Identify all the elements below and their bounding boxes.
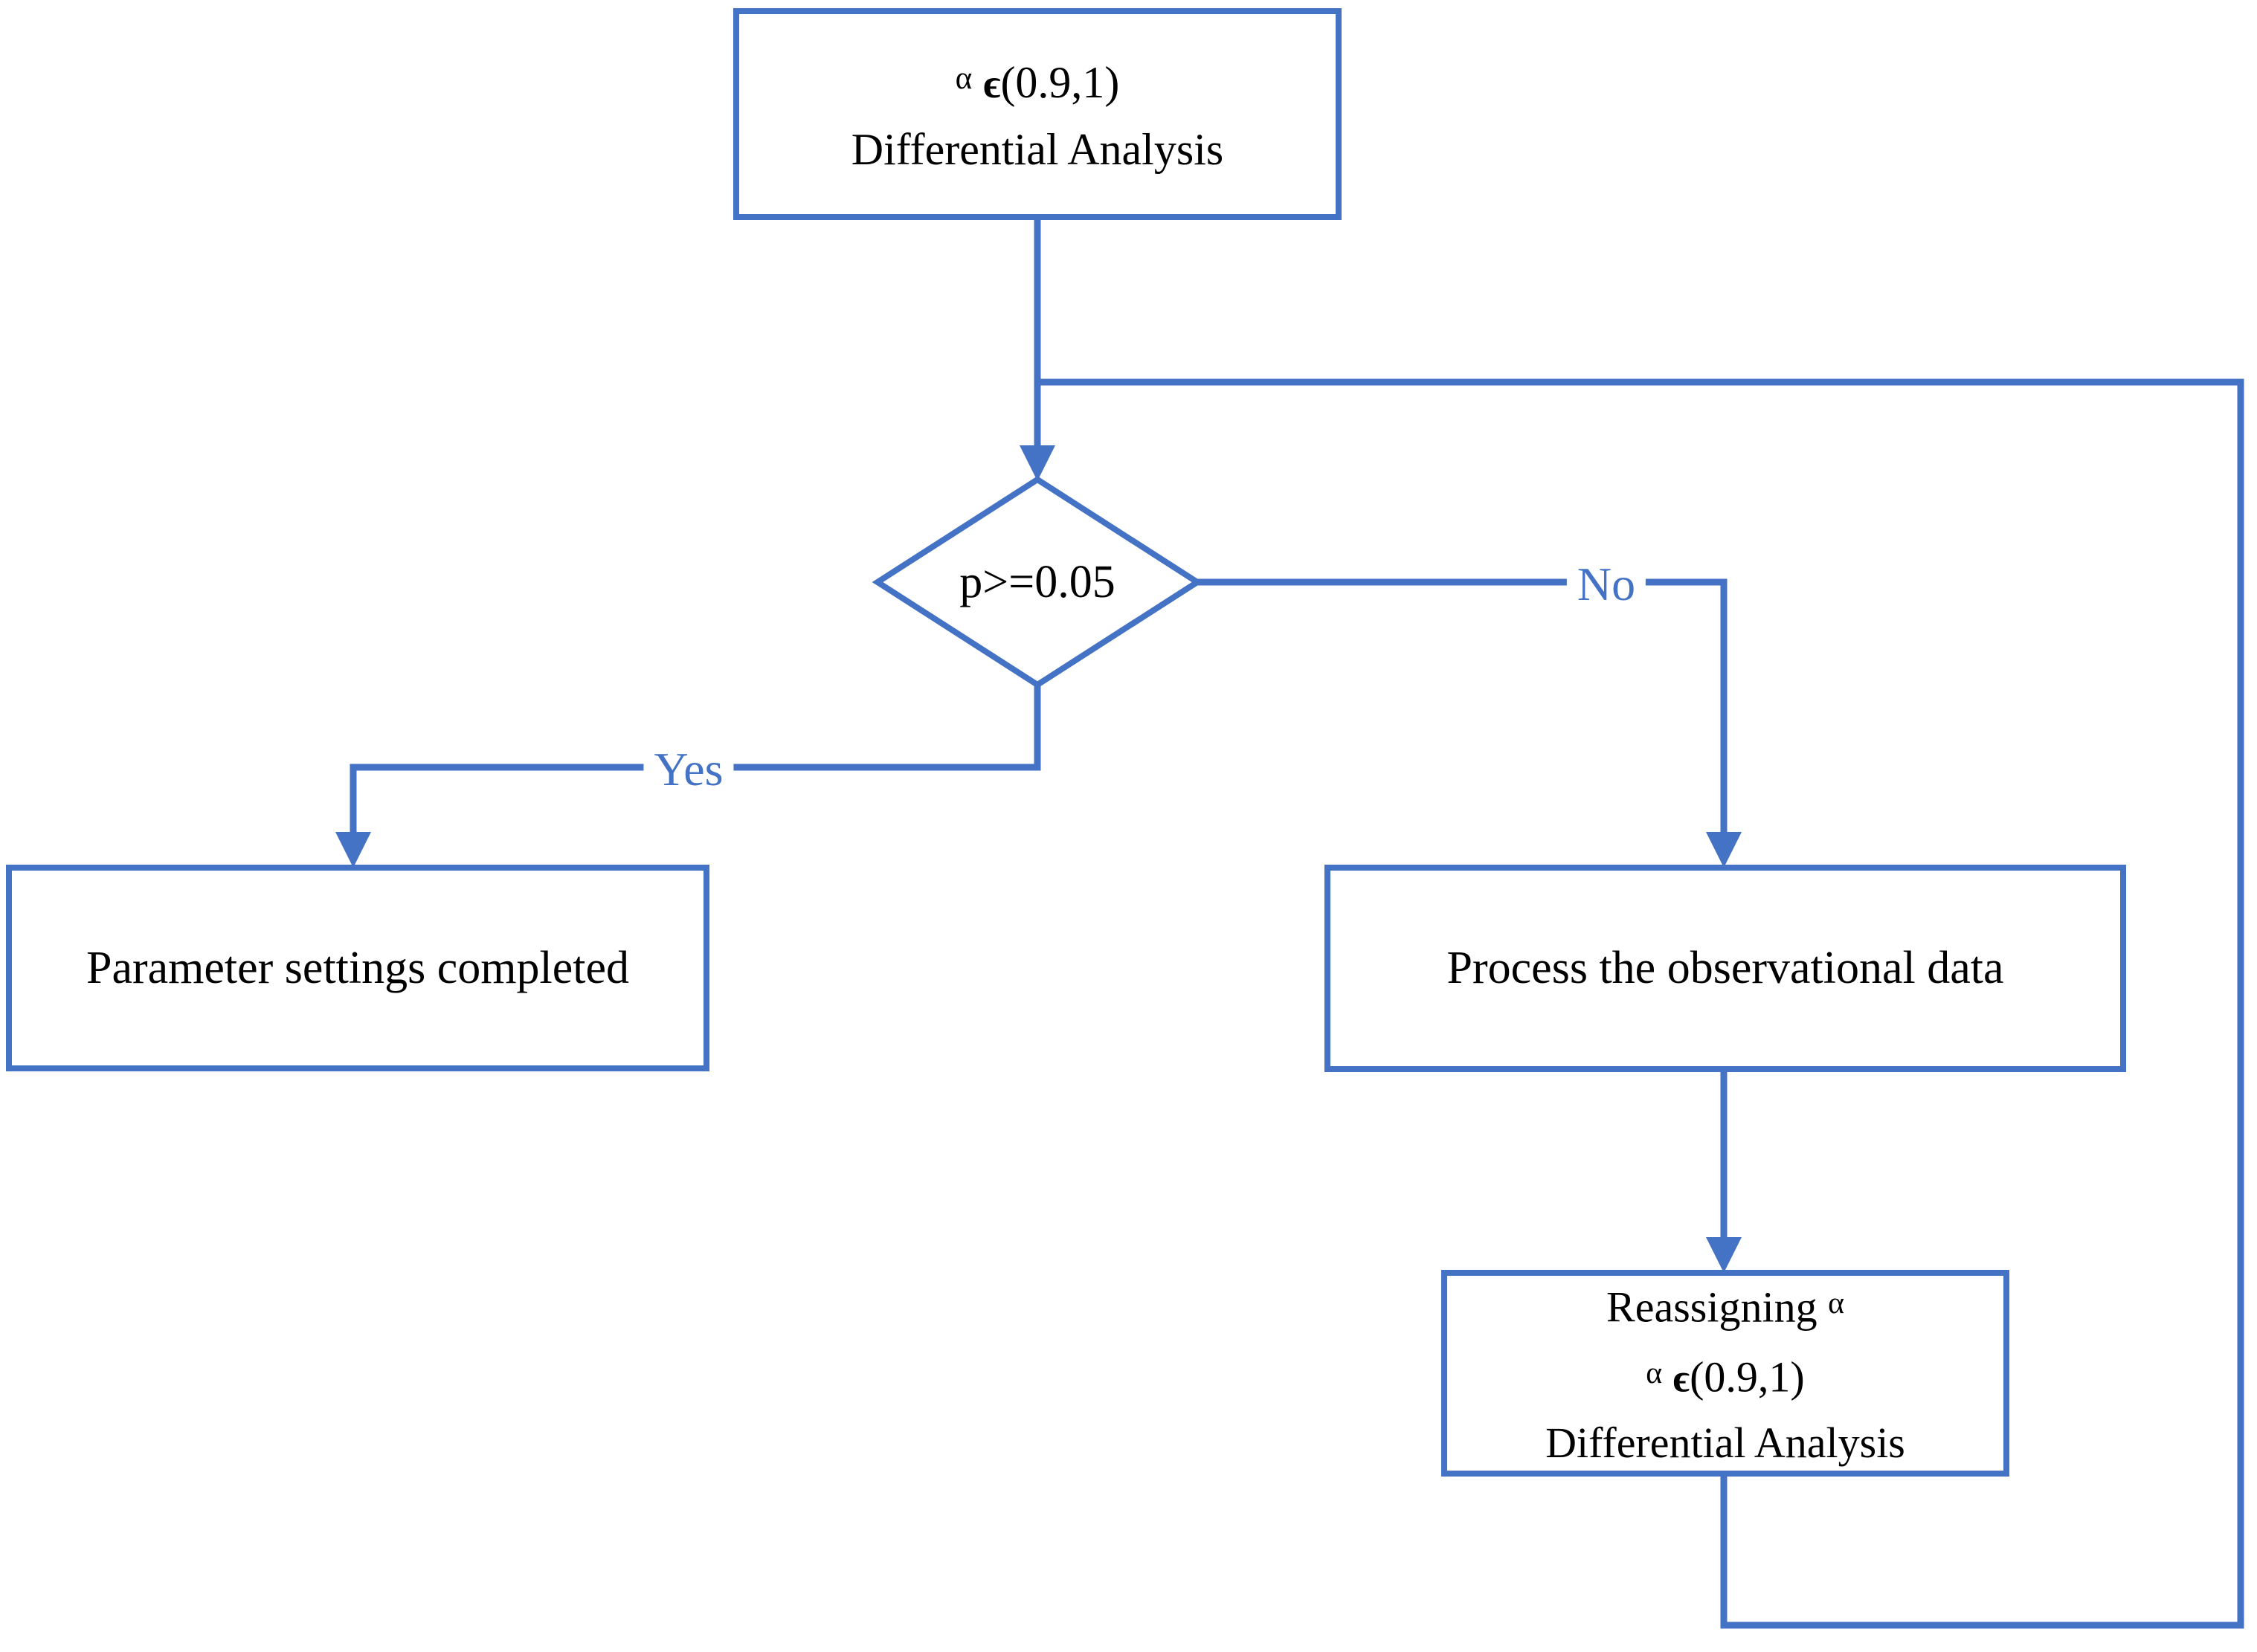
decision-diamond-shape: [872, 476, 1203, 688]
reassign-line2: α ϵ(0.9,1): [1646, 1340, 1804, 1411]
alpha-symbol: α: [955, 60, 973, 96]
node-parameter-settings-completed: Parameter settings completed: [9, 868, 706, 1068]
node-start-differential-analysis: α ϵ(0.9,1) Differential Analysis: [736, 11, 1339, 217]
reassign-line1-text: Reassigning: [1606, 1282, 1817, 1332]
edge-no-line: [1197, 578, 1728, 834]
arrowhead-into-decision: [1020, 445, 1055, 481]
process-text: Process the observational data: [1446, 943, 2004, 993]
parameter-text: Parameter settings completed: [86, 942, 629, 993]
alpha-symbol: α: [1828, 1285, 1844, 1320]
element-of-symbol: ϵ: [983, 61, 1001, 107]
node-reassigning-alpha: Reassigning α α ϵ(0.9,1) Differential An…: [1444, 1273, 2006, 1474]
parameter-box-shape: [6, 865, 709, 1071]
node-decision-p-value: p>=0.05: [878, 480, 1197, 685]
reassign-line3: Differential Analysis: [1545, 1419, 1905, 1468]
no-edge-label: No: [1566, 558, 1646, 611]
element-of-symbol: ϵ: [1672, 1355, 1690, 1401]
arrowhead-into-process-box: [1706, 832, 1742, 868]
reassign-range-text: (0.9,1): [1690, 1352, 1805, 1401]
reassign-box-shape: [1441, 1270, 2009, 1477]
start-range-text: (0.9,1): [1000, 58, 1120, 108]
process-box-shape: [1324, 865, 2126, 1072]
node-process-observational-data: Process the observational data: [1327, 868, 2123, 1069]
start-line2: Differential Analysis: [851, 125, 1224, 175]
yes-edge-label: Yes: [643, 743, 734, 796]
alpha-symbol: α: [1646, 1355, 1663, 1390]
edge-feedback-loop-line: [1037, 378, 2244, 1629]
arrowhead-into-parameter-box: [335, 832, 371, 868]
decision-condition-text: p>=0.05: [959, 556, 1115, 607]
arrowhead-into-reassign-box: [1706, 1237, 1742, 1273]
start-box-shape: [733, 8, 1342, 220]
start-line1: α ϵ(0.9,1): [956, 46, 1120, 117]
reassign-line1: Reassigning α: [1606, 1271, 1844, 1340]
